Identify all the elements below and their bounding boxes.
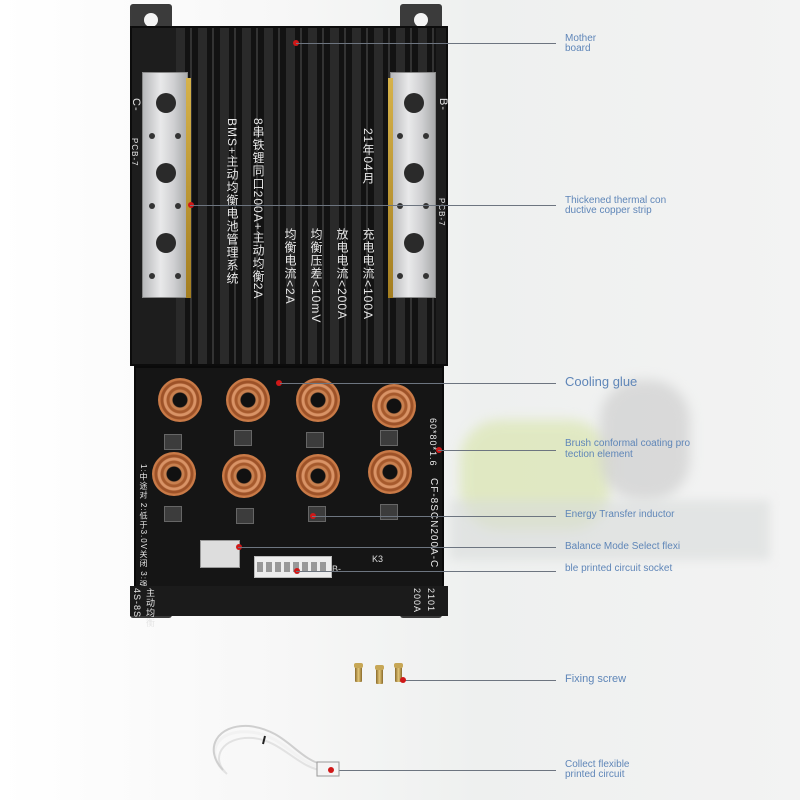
marker-dot [276,380,282,386]
toroid-inductor [368,450,412,494]
brass-standoff [375,665,384,684]
marker-dot [400,677,406,683]
smd-inductor [236,508,254,524]
pcb-side-note: 1:中途对 2:低于3.0V关闭 3:强制关闭 [139,464,148,616]
smd-inductor [306,432,324,448]
toroid-inductor [296,378,340,422]
label-energy-inductor: Energy Transfer inductor [565,509,675,520]
callout-line [238,547,556,548]
toroid-inductor [152,452,196,496]
pcb-dimension-text: 60*80*1.6 [428,418,438,467]
brass-standoff [354,663,363,682]
copper-edge [388,78,393,298]
label-fixing-screw: Fixing screw [565,673,627,685]
connector-label: B- [332,564,341,574]
smd-inductor [380,430,398,446]
toroid-inductor [296,454,340,498]
label-collect-fpc: Collect flexible printed circuit [565,759,630,780]
label-copper-strip: Thickened thermal con ductive copper str… [565,195,667,216]
label-fpc-socket: ble printed circuit socket [565,563,673,574]
heatsink-text-line1: BMS+主动均衡电池管理系统 [225,118,239,286]
pcb-label-right: PCB-7 [437,198,446,227]
smd-inductor [164,506,182,522]
background-window-blur [600,380,690,500]
callout-line [330,770,556,771]
copper-edge [186,78,191,298]
bottom-text-right2: 2101 [426,588,436,613]
heatsink-text-line2: 8串铁锂同口200A+主动均衡2A [251,118,265,300]
callout-line [402,680,556,681]
callout-line [312,516,556,517]
callout-line [296,571,556,572]
label-balance-mode: Balance Mode Select flexi [565,541,681,552]
callout-line [190,205,556,206]
label-motherboard: Mother board [565,33,597,54]
pcb-label-left: PCB-7 [130,138,139,167]
callout-line [438,450,556,451]
bottom-text-left: 4S-8S [132,588,142,619]
toroid-inductor [226,378,270,422]
heatsink-text-line5: 放电电流<200A [335,228,349,321]
heatsink-text-line3: 均衡电流<2A [283,228,297,305]
toroid-inductor [372,384,416,428]
callout-line [296,43,556,44]
smd-inductor [234,430,252,446]
toroid-inductor [222,454,266,498]
smd-inductor [380,504,398,520]
smd-inductor [164,434,182,450]
copper-strip-left [142,72,188,298]
heatsink-text-line4: 均衡压差<10mV [309,228,323,324]
pcb-potted-area: CF-8SCN200A-C 60*80*1.6 1:中途对 2:低于3.0V关闭… [134,366,444,616]
sampling-cable [212,724,340,777]
pcb-model-text: CF-8SCN200A-C [428,478,439,569]
background-furniture-blur [450,500,770,560]
bottom-bar: 4S-8S 主动均衡 200A 2101 [130,586,448,628]
bms-board: C- PCB-7 B- PCB-7 BMS+主动均衡电池管理系统 8串铁锂同口2… [130,0,449,628]
toroid-inductor [158,378,202,422]
fpc-socket [254,556,332,578]
strip-label-left: C- [130,98,142,112]
label-cooling-glue: Cooling glue [565,374,638,389]
callout-line [280,383,556,384]
heatsink-date: 21年04月 [361,128,375,185]
label-conformal-coating: Brush conformal coating pro tection elem… [565,438,691,460]
brass-standoff [394,663,403,682]
heatsink-text-line6: 充电电流<100A [361,228,375,321]
bottom-text-left2: 主动均衡 [145,588,155,628]
switch-label: K3 [372,554,384,564]
bottom-text-right: 200A [412,588,422,614]
strip-label-right: B- [437,98,449,111]
balance-mode-switch [200,540,240,568]
aluminum-heatsink: C- PCB-7 B- PCB-7 BMS+主动均衡电池管理系统 8串铁锂同口2… [130,26,449,366]
copper-strip-right [390,72,436,298]
